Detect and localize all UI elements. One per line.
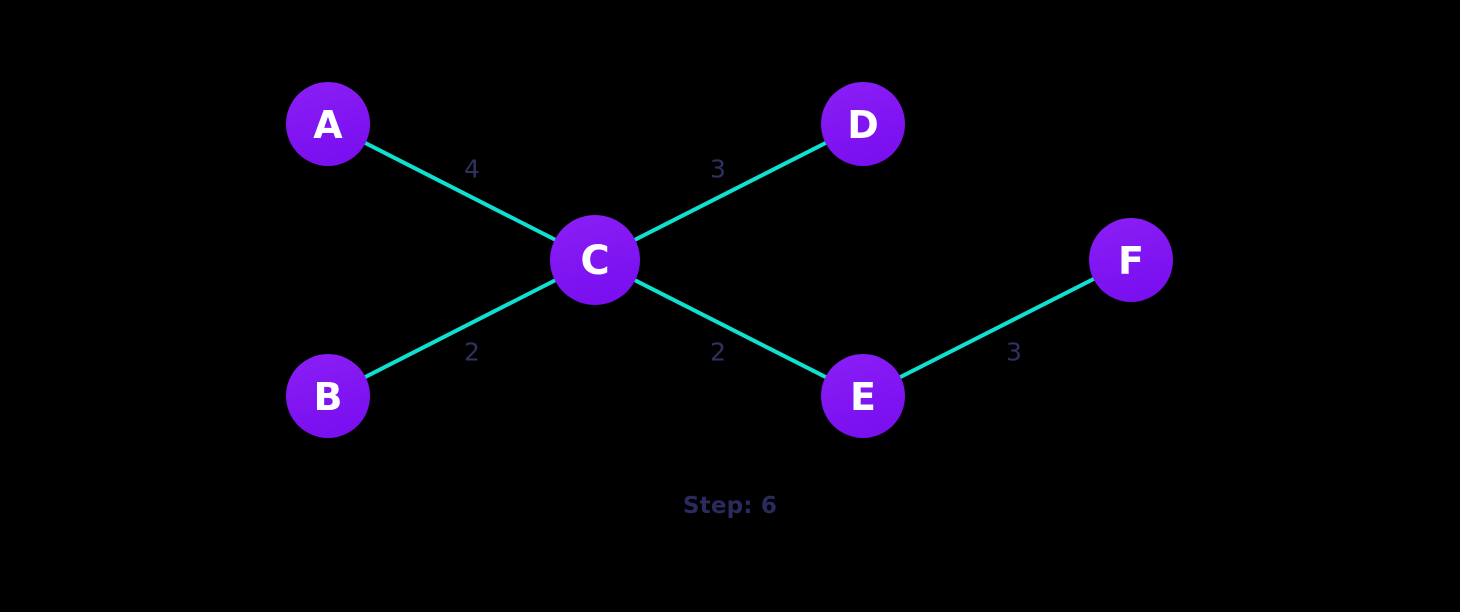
node-label-e: E (850, 375, 876, 419)
edge-layer (326, 122, 1133, 398)
graph-node-a[interactable]: A (286, 82, 370, 166)
graph-node-e[interactable]: E (821, 354, 905, 438)
node-circle-f (1089, 218, 1173, 302)
edge-weight-e-f: 3 (1006, 338, 1022, 367)
node-label-f: F (1118, 239, 1144, 283)
node-label-b: B (314, 375, 343, 419)
node-circle-a (286, 82, 370, 166)
edge-weight-a-c: 4 (464, 155, 480, 184)
edge-weight-c-d: 3 (710, 155, 726, 184)
graph-node-b[interactable]: B (286, 354, 370, 438)
graph-node-f[interactable]: F (1089, 218, 1173, 302)
graph-edge-c-e[interactable] (593, 258, 865, 398)
node-circle-e (821, 354, 905, 438)
graph-edge-b-c[interactable] (326, 258, 597, 398)
graph-edge-a-c[interactable] (326, 122, 597, 262)
node-circle-c (550, 215, 640, 305)
node-label-c: C (580, 238, 609, 284)
graph-edge-c-d[interactable] (593, 122, 865, 262)
node-circle-d (821, 82, 905, 166)
node-label-a: A (313, 103, 343, 147)
graph-node-c[interactable]: C (550, 215, 640, 305)
graph-node-d[interactable]: D (821, 82, 905, 166)
graph-edge-e-f[interactable] (861, 258, 1133, 398)
step-indicator: Step: 6 (682, 493, 778, 519)
node-layer: A B C D E F (286, 82, 1173, 438)
node-label-d: D (847, 103, 879, 147)
edge-weight-layer: 4 3 2 2 3 (464, 155, 1022, 367)
edge-weight-c-e: 2 (710, 338, 726, 367)
node-circle-b (286, 354, 370, 438)
edge-weight-b-c: 2 (464, 338, 480, 367)
